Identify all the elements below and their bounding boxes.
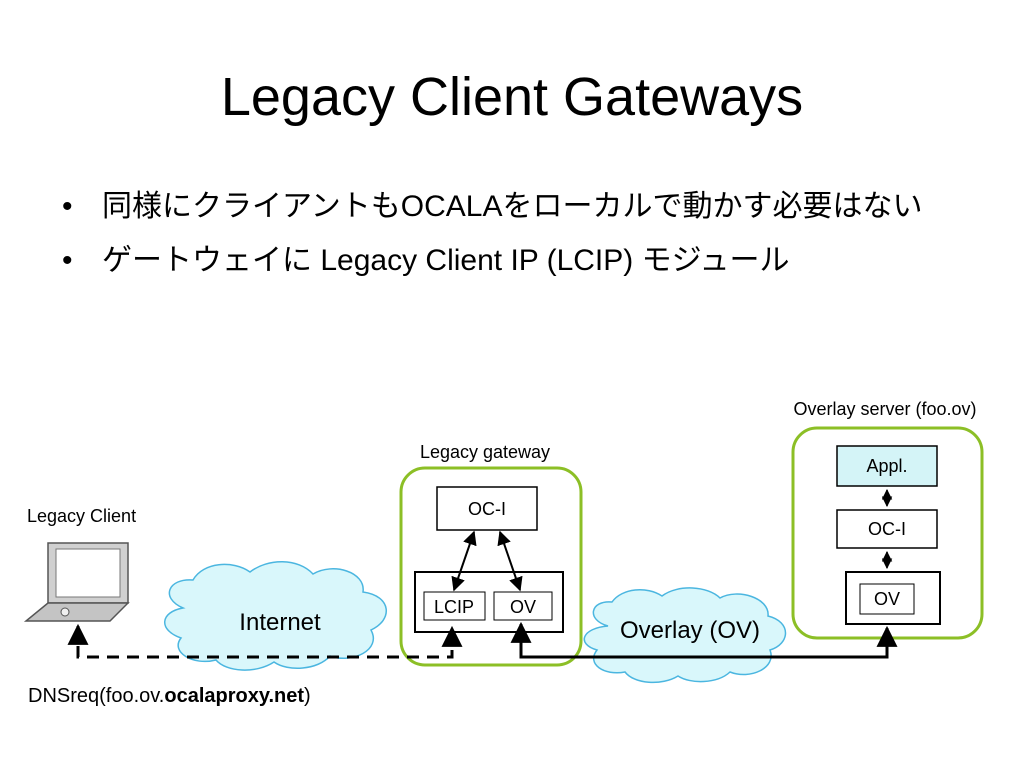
bullet-list: • 同様にクライアントもOCALAをローカルで動かす必要はない • ゲートウェイ… [62, 188, 962, 296]
gateway-label: Legacy gateway [420, 442, 550, 462]
gateway-oci-label: OC-I [468, 499, 506, 519]
bullet-dot: • [62, 190, 73, 223]
oci-lcip-arrow [451, 530, 477, 592]
bullet-dot: • [62, 244, 73, 277]
gateway-container [399, 466, 583, 667]
gateway-ov-box [493, 591, 553, 621]
dns-request-caption: DNSreq(foo.ov.ocalaproxy.net) [28, 685, 311, 707]
bullet-text: ゲートウェイに Legacy Client IP (LCIP) モジュール [102, 244, 790, 277]
appl-label: Appl. [866, 456, 907, 476]
server-label: Overlay server (foo.ov) [793, 399, 976, 419]
bullet-item: • 同様にクライアントもOCALAをローカルで動かす必要はない [62, 188, 962, 226]
server-oci-box [836, 509, 938, 549]
oci-ov-arrow [497, 530, 523, 592]
lcip-label: LCIP [434, 597, 474, 617]
dns-prefix: DNSreq(foo.ov. [28, 685, 164, 707]
bullet-item: • ゲートウェイに Legacy Client IP (LCIP) モジュール [62, 242, 962, 280]
server-oci-label: OC-I [868, 519, 906, 539]
gateway-ov-label: OV [510, 597, 536, 617]
appl-box [836, 445, 938, 487]
server-ov-label: OV [874, 589, 900, 609]
bullet-text: 同様にクライアントもOCALAをローカルで動かす必要はない [102, 190, 923, 223]
lcip-box [423, 591, 486, 621]
dns-domain: ocalaproxy.net [164, 685, 304, 707]
laptop-icon [23, 542, 130, 622]
overlay-label: Overlay (OV) [620, 617, 760, 644]
slide-title: Legacy Client Gateways [220, 67, 804, 127]
ov-ov-link [510, 621, 898, 659]
dns-suffix: ) [304, 685, 311, 707]
internet-label: Internet [239, 609, 321, 636]
client-label: Legacy Client [27, 506, 136, 526]
server-ov-box [859, 583, 915, 615]
gateway-oci-box [436, 486, 538, 531]
